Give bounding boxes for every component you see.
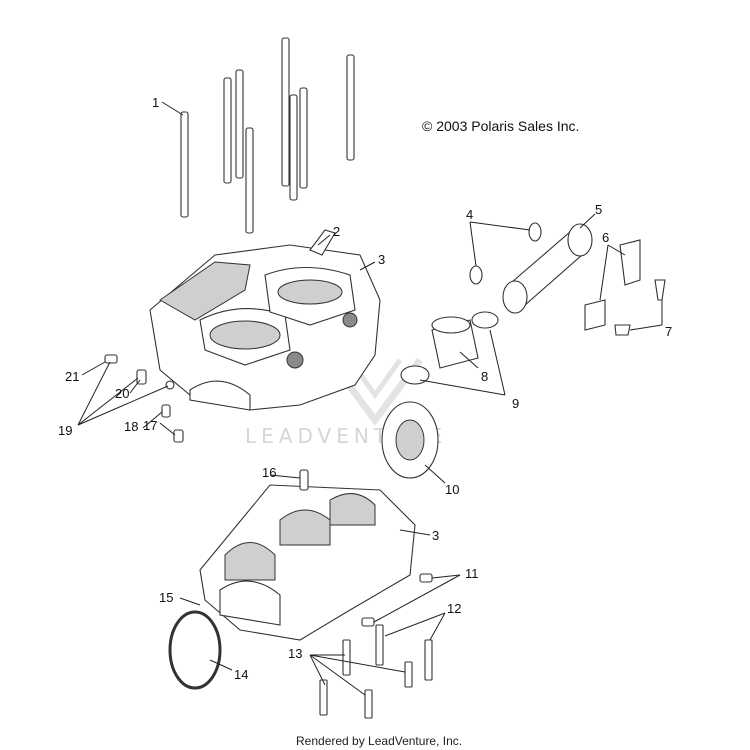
- callout-4: 4: [466, 207, 473, 222]
- brackets-and-screws: [584, 239, 666, 336]
- callout-1: 1: [152, 95, 159, 110]
- callout-7: 7: [665, 324, 672, 339]
- lower-crankcase: [199, 469, 416, 641]
- callout-13: 13: [288, 646, 302, 661]
- callout-15: 15: [159, 590, 173, 605]
- o-ring-part-14: [168, 610, 222, 690]
- callout-10: 10: [445, 482, 459, 497]
- callout-21: 21: [65, 369, 79, 384]
- upper-crankcase: [149, 229, 381, 411]
- callout-12: 12: [447, 601, 461, 616]
- callout-19: 19: [58, 423, 72, 438]
- callout-labels: 1 2 3 4 5 6 7 8 9 10 11 12 13 14 15 16 3…: [58, 95, 672, 682]
- coolant-hose-assembly: [400, 222, 593, 385]
- callout-8: 8: [481, 369, 488, 384]
- callout-3-lower: 3: [432, 528, 439, 543]
- copyright-text: © 2003 Polaris Sales Inc.: [422, 118, 579, 134]
- seal-part-10: [381, 401, 439, 479]
- footer-credit: Rendered by LeadVenture, Inc.: [296, 734, 462, 748]
- callout-9: 9: [512, 396, 519, 411]
- callout-17: 17: [143, 418, 157, 433]
- callout-11: 11: [465, 566, 479, 581]
- callout-6: 6: [602, 230, 609, 245]
- callout-3-upper: 3: [378, 252, 385, 267]
- callout-20: 20: [115, 386, 129, 401]
- callout-14: 14: [234, 667, 248, 682]
- callout-16: 16: [262, 465, 276, 480]
- callout-2: 2: [333, 224, 340, 239]
- leader-lines: [77, 101, 663, 696]
- callout-5: 5: [595, 202, 602, 217]
- callout-18: 18: [124, 419, 138, 434]
- studs-part-1: [180, 37, 355, 234]
